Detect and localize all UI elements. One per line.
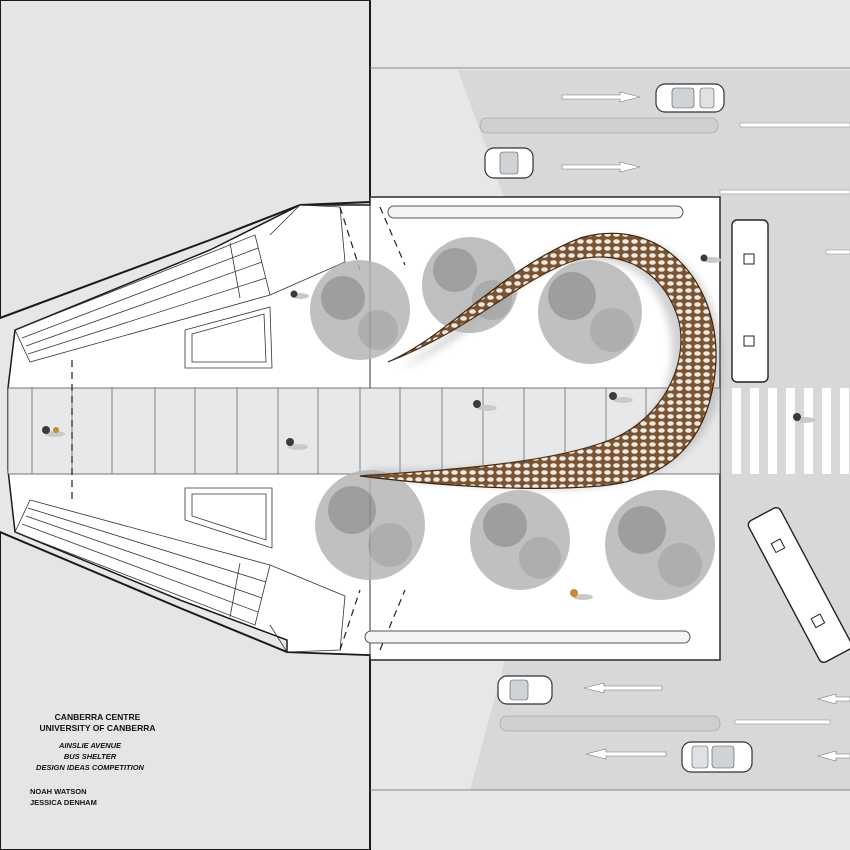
author-1: NOAH WATSON	[30, 787, 87, 796]
caption-block: CANBERRA CENTRE UNIVERSITY OF CANBERRA A…	[0, 712, 200, 808]
tree	[422, 237, 518, 333]
tree	[470, 490, 570, 590]
car	[681, 741, 753, 773]
car	[655, 83, 725, 113]
pedestrians	[42, 254, 815, 600]
person	[793, 413, 815, 423]
ramp-top	[14, 204, 346, 369]
car	[497, 675, 553, 705]
tree	[315, 470, 425, 580]
person	[570, 589, 593, 600]
lane-markings	[479, 117, 850, 732]
hedge-planters	[364, 205, 691, 644]
pedestrian-crossing	[732, 388, 849, 474]
tree-canopies	[310, 237, 715, 600]
person	[42, 426, 65, 437]
person	[609, 392, 633, 403]
traffic-arrows	[561, 91, 850, 762]
bus	[731, 219, 769, 383]
author-2: JESSICA DENHAM	[30, 798, 97, 807]
person	[700, 254, 721, 263]
project-line-3: DESIGN IDEAS COMPETITION	[36, 763, 144, 772]
car	[484, 147, 534, 179]
person	[290, 290, 309, 299]
tree	[310, 260, 410, 360]
person	[286, 438, 308, 450]
organisation-subtitle: UNIVERSITY OF CANBERRA	[39, 723, 156, 733]
ramp-bottom	[14, 487, 346, 653]
project-line-1: AINSLIE AVENUE	[58, 741, 122, 750]
bus	[747, 506, 850, 664]
setback-lines	[71, 206, 406, 651]
tree	[538, 260, 642, 364]
project-line-2: BUS SHELTER	[63, 752, 117, 761]
organisation-title: CANBERRA CENTRE	[54, 712, 141, 722]
tree	[605, 490, 715, 600]
person	[473, 400, 497, 411]
